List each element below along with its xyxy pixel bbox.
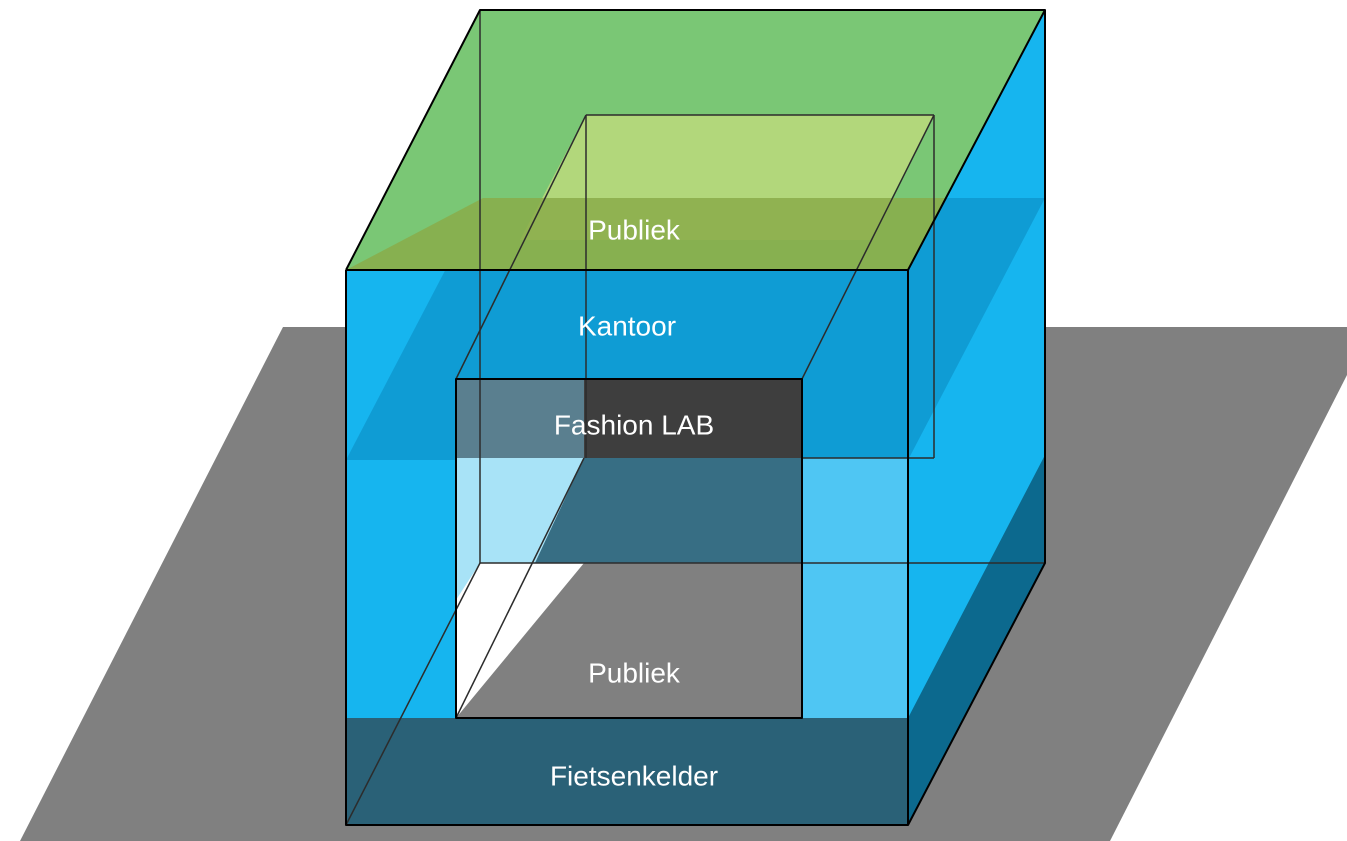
fashion-lab-edge bbox=[455, 378, 803, 719]
outer-edge bbox=[907, 10, 1046, 826]
roof-lower-band bbox=[346, 198, 945, 270]
hidden-edge bbox=[455, 114, 587, 380]
atrium-shade bbox=[535, 458, 802, 563]
hidden-edge bbox=[455, 457, 585, 719]
fashion-lab-glass bbox=[456, 379, 584, 458]
hidden-edge bbox=[345, 562, 481, 826]
bike-cellar-band bbox=[346, 718, 908, 825]
building-right-face-lower bbox=[908, 455, 1045, 825]
label-bike-cellar: Fietsenkelder bbox=[550, 760, 718, 791]
label-top-public: Publiek bbox=[588, 214, 681, 245]
outer-edge bbox=[345, 270, 909, 826]
ground-void-floor bbox=[456, 563, 802, 718]
hidden-edge bbox=[801, 114, 935, 380]
label-ground-public: Publiek bbox=[588, 657, 681, 688]
label-fashion-lab: Fashion LAB bbox=[554, 409, 714, 440]
ground-void-side bbox=[802, 458, 908, 718]
label-office: Kantoor bbox=[578, 310, 676, 341]
